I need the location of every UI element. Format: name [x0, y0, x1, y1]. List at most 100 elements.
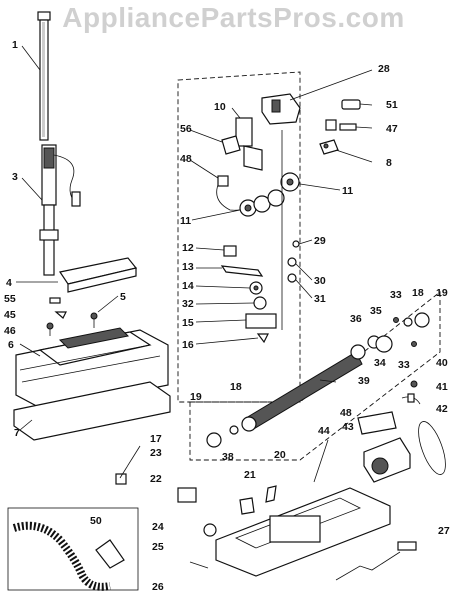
part-16[interactable]: [256, 333, 269, 344]
screw-40[interactable]: [410, 380, 418, 388]
knob-12[interactable]: [223, 245, 237, 257]
callout-34: 34: [374, 357, 386, 369]
callout-46: 46: [4, 325, 16, 337]
belt-42[interactable]: [413, 418, 451, 477]
callout-48-upper: 48: [180, 153, 192, 165]
crank-27[interactable]: [335, 541, 417, 581]
callout-29: 29: [314, 235, 326, 247]
assembly-outline-brushroll: [189, 291, 441, 461]
callout-33-lower: 33: [398, 359, 410, 371]
washer-29[interactable]: [292, 240, 300, 248]
callout-50: 50: [90, 515, 102, 527]
callout-31: 31: [314, 293, 326, 305]
callout-21: 21: [244, 469, 256, 481]
belt-sleeve-34[interactable]: [375, 335, 393, 353]
motor-43[interactable]: [363, 437, 411, 483]
small-label-55[interactable]: [49, 297, 61, 304]
foot-23[interactable]: [115, 473, 127, 485]
callout-13: 13: [182, 261, 194, 273]
screw-5[interactable]: [90, 312, 98, 328]
wheel-24[interactable]: [203, 523, 217, 537]
callout-19-left: 19: [190, 391, 202, 403]
rod-44[interactable]: [313, 439, 329, 483]
bottom-plate[interactable]: [13, 381, 171, 441]
screw-46[interactable]: [46, 322, 54, 336]
link-13[interactable]: [220, 265, 264, 277]
screw-33-upper[interactable]: [393, 317, 399, 323]
plate-49[interactable]: [357, 411, 397, 435]
callout-28: 28: [378, 63, 390, 75]
brushroll-39[interactable]: [241, 351, 363, 432]
callout-10: 10: [214, 101, 226, 113]
callout-42: 42: [436, 403, 448, 415]
callout-32: 32: [182, 298, 194, 310]
end-cap-19-left[interactable]: [206, 432, 222, 448]
bearing-18-right[interactable]: [403, 317, 413, 327]
end-cap-36[interactable]: [350, 344, 366, 360]
wheel-11-lower[interactable]: [239, 189, 285, 217]
callout-44: 44: [318, 425, 330, 437]
callout-23: 23: [150, 447, 162, 459]
callout-11-right: 11: [342, 185, 353, 197]
callout-56: 56: [180, 123, 192, 135]
base-frame-26[interactable]: [215, 487, 391, 577]
bracket-8[interactable]: [319, 139, 339, 155]
callout-17: 17: [150, 433, 162, 445]
callout-43: 43: [342, 421, 354, 433]
latch-21[interactable]: [239, 497, 255, 515]
assembly-outline-upper: [177, 71, 301, 403]
lower-handle[interactable]: [39, 144, 81, 276]
hose-box-outline: [7, 507, 139, 591]
callout-6: 6: [8, 339, 14, 351]
switch-22[interactable]: [177, 487, 197, 503]
pin-25[interactable]: [189, 561, 209, 569]
callout-11-left: 11: [180, 215, 191, 227]
screw-33-lower[interactable]: [411, 341, 417, 347]
handle-tube[interactable]: [37, 11, 51, 141]
bracket-56[interactable]: [221, 135, 241, 155]
callout-14: 14: [182, 280, 194, 292]
callout-36: 36: [350, 313, 362, 325]
callout-47: 47: [386, 123, 398, 135]
washer-31[interactable]: [287, 273, 297, 283]
callout-15: 15: [182, 317, 194, 329]
callout-5: 5: [120, 291, 126, 303]
callout-45: 45: [4, 309, 16, 321]
callout-12: 12: [182, 242, 194, 254]
callout-33-top: 33: [390, 289, 402, 301]
callout-8: 8: [386, 157, 392, 169]
hose-50[interactable]: [12, 521, 125, 591]
hood-cover[interactable]: [59, 257, 138, 293]
washer-30[interactable]: [287, 257, 297, 267]
gear-14[interactable]: [249, 281, 263, 295]
rod-20[interactable]: [265, 485, 277, 503]
bearing-18-left[interactable]: [229, 425, 239, 435]
callout-55: 55: [4, 293, 16, 305]
callout-25: 25: [152, 541, 164, 553]
callout-3: 3: [12, 171, 18, 183]
bracket-15[interactable]: [245, 313, 277, 329]
callout-24: 24: [152, 521, 164, 533]
small-clip-45[interactable]: [54, 311, 67, 319]
top-bracket[interactable]: [261, 93, 301, 125]
callout-26: 26: [152, 581, 164, 593]
callout-39: 39: [358, 375, 370, 387]
callout-16: 16: [182, 339, 194, 351]
gear-32[interactable]: [253, 296, 267, 310]
callout-48-lower: 48: [340, 407, 352, 419]
callout-1: 1: [12, 39, 18, 51]
switch-housing-10[interactable]: [235, 117, 263, 171]
end-cap-19-right[interactable]: [414, 312, 430, 328]
bracket-41[interactable]: [401, 393, 421, 405]
watermark: AppliancePartsPros.com: [62, 2, 405, 33]
callout-27: 27: [438, 525, 450, 537]
clip-47[interactable]: [325, 119, 357, 131]
plug-51[interactable]: [341, 99, 361, 110]
wheel-11-upper[interactable]: [280, 172, 300, 192]
callout-7: 7: [14, 427, 20, 439]
callout-41: 41: [436, 381, 448, 393]
callout-40: 40: [436, 357, 448, 369]
callout-35: 35: [370, 305, 382, 317]
callout-51: 51: [386, 99, 398, 111]
